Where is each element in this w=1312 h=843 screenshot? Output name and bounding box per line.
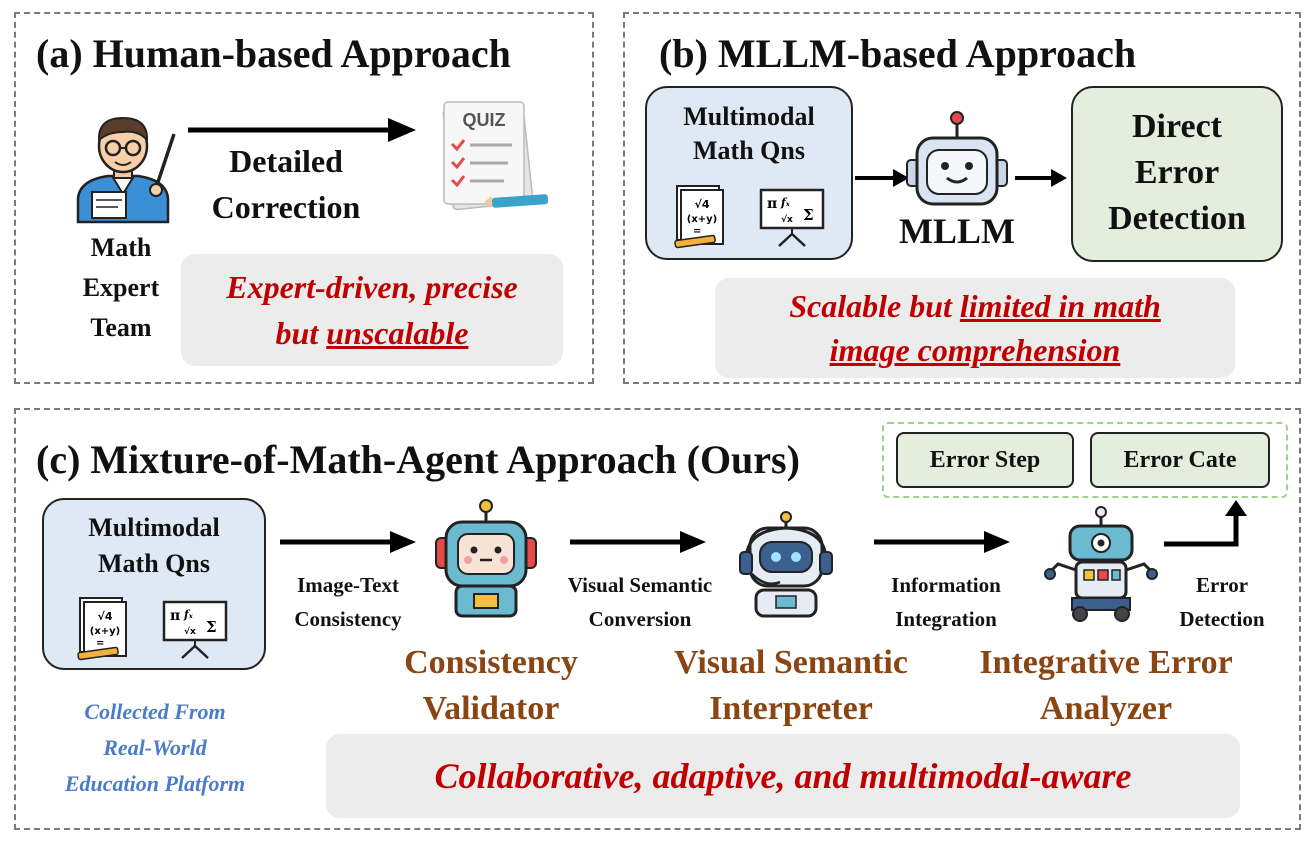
b-output-line-3: Detection bbox=[1108, 200, 1246, 237]
b-arrow-2 bbox=[1015, 169, 1067, 187]
svg-text:(x+y): (x+y) bbox=[687, 214, 718, 225]
panel-c: (c) Mixture-of-Math-Agent Approach (Ours… bbox=[14, 408, 1301, 830]
svg-text:Σ: Σ bbox=[803, 206, 814, 224]
step-4-line-2: Detection bbox=[1179, 607, 1265, 631]
source-line-1: Collected From bbox=[84, 699, 226, 724]
panel-c-title: (c) Mixture-of-Math-Agent Approach (Ours… bbox=[36, 437, 800, 482]
step-1-line-1: Image-Text bbox=[297, 573, 399, 597]
note-b-underlined-2: image comprehension bbox=[829, 332, 1121, 368]
panel-c-input-box: Multimodal Math Qns √4 (x+y) = π fₓ √x Σ bbox=[42, 498, 266, 670]
agent-1-name: Consistency Validator bbox=[356, 640, 626, 732]
svg-text:(x+y): (x+y) bbox=[90, 626, 121, 637]
c-arrow-4 bbox=[1164, 500, 1247, 547]
step-4-line-1: Error bbox=[1195, 573, 1249, 597]
arrow-label-line-2: Correction bbox=[211, 189, 361, 225]
panel-a: (a) Human-based Approach Math Expert Tea… bbox=[14, 12, 594, 384]
agent-3-line-1: Integrative Error bbox=[979, 644, 1233, 681]
b-output-line-2: Error bbox=[1134, 154, 1220, 191]
source-note: Collected From Real-World Education Plat… bbox=[26, 694, 284, 802]
arrow-label: Detailed Correction bbox=[196, 138, 376, 230]
error-cate-pill: Error Cate bbox=[1090, 432, 1270, 488]
panel-a-note: Expert-driven, precise but unscalable bbox=[181, 254, 563, 366]
b-input-line-2: Math Qns bbox=[693, 136, 805, 165]
panel-a-title: (a) Human-based Approach bbox=[36, 31, 511, 76]
svg-text:√4: √4 bbox=[98, 610, 113, 623]
svg-text:π: π bbox=[170, 608, 180, 624]
validator-robot-icon bbox=[435, 499, 537, 618]
actor-label: Math Expert Team bbox=[46, 228, 196, 348]
math-paper-icon: √4 (x+y) = bbox=[674, 185, 724, 249]
note-b-prefix: Scalable but bbox=[789, 288, 960, 324]
direct-error-detection-box: Direct Error Detection bbox=[1071, 86, 1283, 262]
math-board-icon: π fₓ √x Σ bbox=[759, 188, 825, 247]
step-2-label: Visual Semantic Conversion bbox=[540, 568, 740, 636]
teacher-icon bbox=[76, 116, 176, 224]
quiz-label: QUIZ bbox=[463, 110, 506, 130]
b-output-line-1: Direct bbox=[1132, 108, 1222, 145]
panel-b-title: (b) MLLM-based Approach bbox=[659, 31, 1137, 76]
svg-text:=: = bbox=[96, 638, 104, 649]
svg-text:√x: √x bbox=[781, 214, 793, 225]
correction-arrow bbox=[188, 118, 416, 142]
note-a-prefix: but bbox=[275, 315, 327, 351]
panel-b-input-box: Multimodal Math Qns √4 (x+y) = π fₓ √x Σ bbox=[645, 86, 853, 260]
svg-text:fₓ: fₓ bbox=[780, 196, 791, 209]
robot-icon bbox=[906, 111, 1008, 206]
agent-1-line-1: Consistency bbox=[404, 644, 578, 681]
svg-text:fₓ: fₓ bbox=[183, 608, 194, 621]
agent-1-line-2: Validator bbox=[422, 690, 560, 727]
c-input-line-1: Multimodal bbox=[88, 513, 220, 542]
svg-text:π: π bbox=[767, 196, 777, 212]
error-step-pill: Error Step bbox=[896, 432, 1074, 488]
c-arrow-1 bbox=[280, 531, 416, 553]
actor-line-1: Math bbox=[90, 233, 152, 262]
agent-2-line-1: Visual Semantic bbox=[674, 644, 908, 681]
agent-2-name: Visual Semantic Interpreter bbox=[646, 640, 936, 732]
panel-c-note-text: Collaborative, adaptive, and multimodal-… bbox=[434, 756, 1132, 796]
agent-3-line-2: Analyzer bbox=[1039, 690, 1173, 727]
actor-line-3: Team bbox=[90, 313, 152, 342]
math-board-icon: π fₓ √x Σ bbox=[162, 600, 228, 659]
c-arrow-2 bbox=[570, 531, 706, 553]
step-3-line-1: Information bbox=[891, 573, 1001, 597]
note-a-line-2: but unscalable bbox=[181, 310, 563, 356]
step-1-label: Image-Text Consistency bbox=[268, 568, 428, 636]
c-arrow-3 bbox=[874, 531, 1010, 553]
step-3-label: Information Integration bbox=[856, 568, 1036, 636]
svg-text:=: = bbox=[693, 226, 701, 237]
panel-b: (b) MLLM-based Approach Multimodal Math … bbox=[623, 12, 1301, 384]
b-arrow-1 bbox=[855, 169, 909, 187]
note-b-line-1: Scalable but limited in math bbox=[715, 284, 1235, 328]
note-a-line-1: Expert-driven, precise bbox=[226, 269, 518, 305]
panel-c-note: Collaborative, adaptive, and multimodal-… bbox=[326, 734, 1240, 818]
agent-2-line-2: Interpreter bbox=[709, 690, 873, 727]
error-output-group bbox=[882, 422, 1288, 498]
step-2-line-1: Visual Semantic bbox=[567, 573, 713, 597]
source-line-2: Real-World bbox=[103, 735, 207, 760]
interpreter-robot-icon bbox=[739, 511, 833, 618]
svg-text:√x: √x bbox=[184, 626, 196, 637]
step-2-line-2: Conversion bbox=[588, 607, 692, 631]
source-line-3: Education Platform bbox=[64, 771, 246, 796]
step-3-line-2: Integration bbox=[895, 607, 997, 631]
model-label: MLLM bbox=[899, 211, 1015, 251]
step-4-label: Error Detection bbox=[1162, 568, 1282, 636]
math-paper-icon: √4 (x+y) = bbox=[77, 597, 127, 661]
agent-3-name: Integrative Error Analyzer bbox=[951, 640, 1261, 732]
svg-text:√4: √4 bbox=[695, 198, 710, 211]
arrow-label-line-1: Detailed bbox=[229, 143, 343, 179]
note-b-underlined-1: limited in math bbox=[959, 288, 1161, 324]
actor-line-2: Expert bbox=[82, 273, 160, 302]
step-1-line-2: Consistency bbox=[294, 607, 402, 631]
c-input-line-2: Math Qns bbox=[98, 549, 210, 578]
svg-text:Σ: Σ bbox=[206, 618, 217, 636]
note-a-underlined: unscalable bbox=[326, 315, 469, 351]
analyzer-robot-icon bbox=[1044, 506, 1158, 622]
quiz-icon: QUIZ bbox=[442, 101, 549, 211]
b-input-line-1: Multimodal bbox=[683, 102, 815, 131]
panel-b-note: Scalable but limited in math image compr… bbox=[715, 278, 1235, 378]
